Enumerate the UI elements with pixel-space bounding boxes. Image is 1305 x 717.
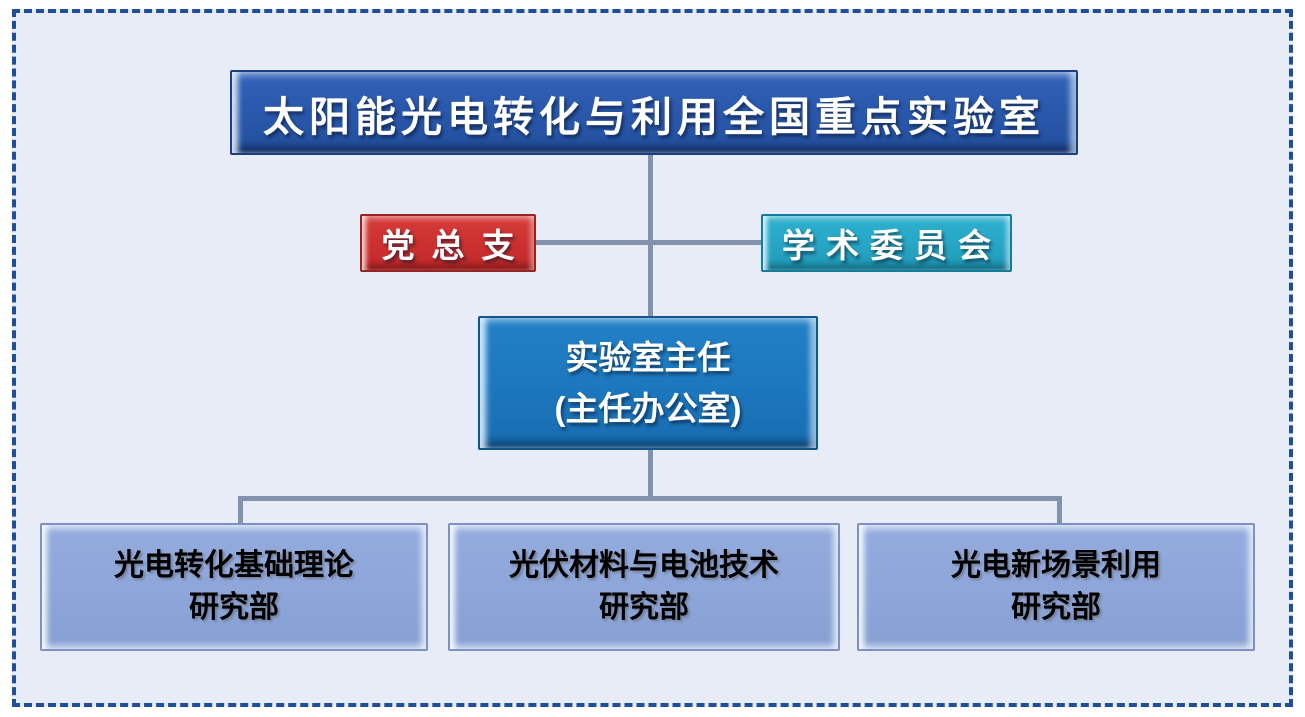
node-lab-director-line2: (主任办公室) (554, 390, 742, 427)
node-academic-committee: 学术委员会 (761, 214, 1012, 272)
node-lab-director-line1: 实验室主任 (565, 338, 731, 376)
connector-root-to-director (648, 154, 653, 318)
connector-party-academic-cross (534, 240, 763, 245)
node-dept-new-scenario-utilization: 光电新场景利用 研究部 (857, 523, 1255, 651)
node-dept-pv-materials-battery: 光伏材料与电池技术 研究部 (448, 523, 840, 651)
node-dept2-line1: 光伏材料与电池技术 (509, 549, 779, 582)
node-dept3-line2: 研究部 (1011, 591, 1101, 624)
node-root-label: 太阳能光电转化与利用全国重点实验室 (263, 93, 1045, 140)
node-dept1-line1: 光电转化基础理论 (114, 549, 354, 582)
connector-drop-dept1 (238, 496, 243, 525)
node-dept1-line2: 研究部 (189, 591, 279, 624)
connector-drop-dept3 (1057, 496, 1062, 525)
node-academic-committee-label: 学术委员会 (782, 227, 1002, 264)
node-dept2-line2: 研究部 (599, 591, 689, 624)
connector-departments-bracket (238, 496, 1062, 501)
node-party-branch: 党总支 (360, 214, 536, 272)
node-party-branch-label: 党总支 (381, 227, 532, 264)
node-dept3-line1: 光电新场景利用 (951, 549, 1161, 582)
node-lab-director: 实验室主任 (主任办公室) (478, 316, 818, 450)
connector-director-to-bracket (648, 448, 653, 500)
node-root-laboratory: 太阳能光电转化与利用全国重点实验室 (230, 70, 1078, 155)
node-dept-photoelectric-theory: 光电转化基础理论 研究部 (40, 523, 428, 651)
